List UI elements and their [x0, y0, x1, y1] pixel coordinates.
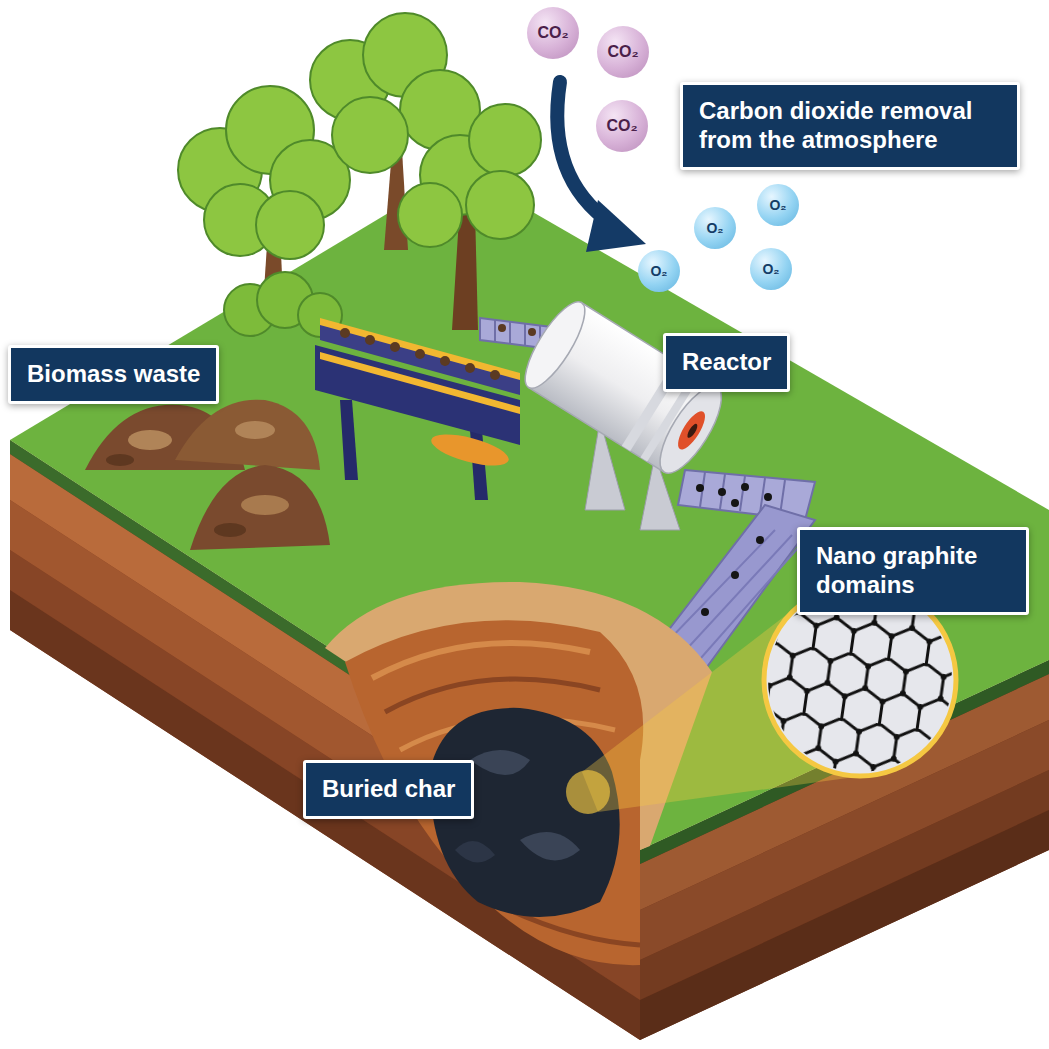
char-piece — [731, 571, 739, 579]
biomass-piece — [365, 335, 375, 345]
callout-label: Reactor — [682, 348, 771, 377]
char-piece — [741, 483, 749, 491]
o2-molecule: O₂ — [757, 184, 799, 226]
leaf-cluster — [398, 183, 462, 247]
molecule-label: O₂ — [762, 261, 779, 277]
biomass-piece — [340, 328, 350, 338]
pile-patch — [235, 421, 275, 439]
biomass-on-belt — [340, 328, 500, 380]
biomass-pile — [190, 465, 330, 550]
biomass-piece — [415, 349, 425, 359]
callout-box: Reactor — [663, 333, 790, 392]
conveyor-leg — [340, 400, 358, 480]
char-piece — [756, 536, 764, 544]
callout-label: Buried char — [322, 775, 455, 804]
reactor-outlet — [673, 407, 710, 453]
output-grate — [678, 470, 815, 520]
conveyor-motor — [428, 428, 511, 472]
callout-box: Nano graphite domains — [797, 527, 1029, 615]
callout-box: Carbon dioxide removal from the atmosphe… — [680, 82, 1020, 170]
tree-canopy — [178, 13, 541, 259]
biomass-piece — [440, 356, 450, 366]
char-highlight — [520, 832, 580, 860]
biomass-piece — [465, 363, 475, 373]
biomass-piece — [390, 342, 400, 352]
pile-patch — [106, 454, 134, 466]
char-highlight — [470, 750, 530, 775]
pile-patch — [241, 495, 289, 515]
biomass-pile — [175, 400, 320, 470]
ground-block — [10, 170, 1049, 1040]
leaf-cluster — [256, 191, 324, 259]
molecule-label: O₂ — [650, 263, 667, 279]
leaf-cluster — [332, 97, 408, 173]
biomass-piece — [528, 328, 536, 336]
char-piece — [731, 499, 739, 507]
biomass-piece — [490, 370, 500, 380]
callout-box: Buried char — [303, 760, 474, 819]
outlet-core — [686, 422, 700, 439]
callout-label: Carbon dioxide removal from the atmosphe… — [699, 97, 1001, 155]
callout-box: Biomass waste — [8, 345, 219, 404]
char-piece — [718, 488, 726, 496]
leaf-cluster — [466, 171, 534, 239]
conveyor-rail — [320, 352, 520, 414]
co2-molecule: CO₂ — [597, 26, 649, 78]
arrow-shaft — [557, 82, 612, 224]
cylinder-end — [515, 294, 595, 396]
char-piece — [764, 493, 772, 501]
reactor-face — [649, 378, 733, 482]
co2-molecule: CO₂ — [596, 100, 648, 152]
o2-molecule: O₂ — [638, 250, 680, 292]
molecule-label: O₂ — [706, 220, 723, 236]
zoom-callout — [566, 584, 956, 814]
char-highlight — [455, 841, 495, 862]
molecule-label: CO₂ — [537, 24, 568, 42]
molecule-label: O₂ — [769, 197, 786, 213]
molecule-label: CO₂ — [607, 43, 638, 61]
callout-label: Biomass waste — [27, 360, 200, 389]
callout-label: Nano graphite domains — [816, 542, 1010, 600]
soil-layer — [640, 810, 1049, 1040]
pile-patch — [214, 523, 246, 537]
o2-molecule: O₂ — [750, 248, 792, 290]
pile-patch — [128, 430, 172, 450]
molecule-label: CO₂ — [606, 117, 637, 135]
arrow-head — [586, 200, 646, 252]
o2-molecule: O₂ — [694, 207, 736, 249]
biomass-piles — [85, 400, 330, 550]
char-piece — [696, 484, 704, 492]
pit-layer-line — [372, 643, 590, 678]
pit-layer-line — [385, 679, 600, 712]
co2-molecule: CO₂ — [527, 7, 579, 59]
leaf-cluster — [469, 104, 541, 176]
zoom-spot — [566, 770, 610, 814]
biomass-piece — [498, 324, 506, 332]
char-piece — [701, 608, 709, 616]
trees — [178, 13, 541, 337]
